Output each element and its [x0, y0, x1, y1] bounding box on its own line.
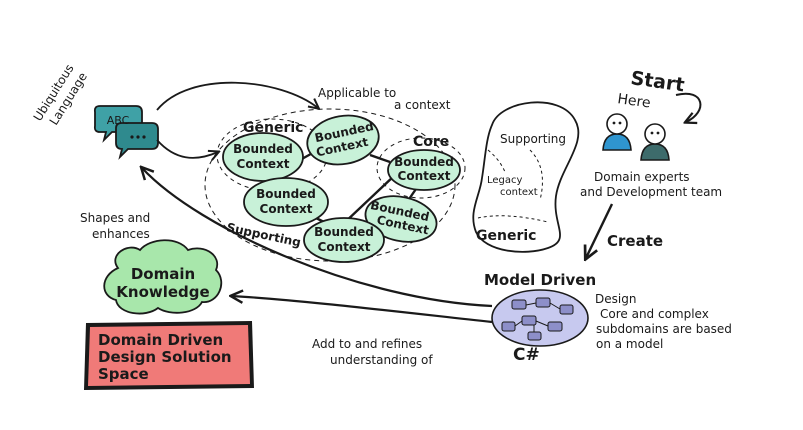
solution-line3: Space	[98, 365, 149, 383]
speech-bubbles-icon: ABC	[93, 105, 159, 160]
domain-knowledge-line1: Domain	[131, 265, 195, 283]
bounded-context-core: Bounded Context	[387, 149, 461, 191]
arrow-model-to-knowledge	[232, 296, 493, 324]
team-line2: and Development team	[580, 185, 722, 199]
bc1-line1: Bounded	[233, 142, 293, 156]
solution-line1: Domain Driven	[98, 331, 223, 349]
person-dark-icon	[640, 123, 670, 161]
bc3-line2: Context	[260, 202, 313, 216]
start-arrow-icon	[675, 92, 702, 122]
model-desc-line1: Core and complex	[600, 307, 709, 321]
contexts-boundary	[204, 108, 456, 262]
group-generic-label: Generic	[243, 120, 303, 136]
bounded-context-5: Bounded Context	[303, 217, 385, 263]
bc-core-line1: Bounded	[394, 155, 454, 169]
shapes-line1: Shapes and	[80, 211, 150, 225]
bc-core-line2: Context	[398, 169, 451, 183]
model-driven-title: Model Driven	[484, 271, 596, 289]
bc1-line2: Context	[237, 157, 290, 171]
arrow-language-to-contexts-lower	[156, 139, 218, 158]
shapes-line2: enhances	[92, 227, 150, 241]
create-arrow	[586, 203, 614, 258]
bc5-line2: Context	[318, 240, 371, 254]
arrow-language-to-context	[156, 81, 318, 111]
bounded-context-1: Bounded Context	[222, 132, 304, 182]
bounded-context-4: Bounded Context	[364, 195, 438, 243]
domain-knowledge-cloud	[103, 239, 223, 315]
add-refine-line2: understanding of	[330, 353, 433, 367]
bounded-context-3: Bounded Context	[243, 177, 329, 227]
model-diagram-icon	[491, 289, 589, 347]
subdomains-blob	[472, 101, 580, 253]
legacy-line2: context	[500, 187, 538, 198]
csharp-label: C#	[513, 345, 540, 365]
subdomain-supporting-label: Supporting	[500, 132, 566, 146]
group-core-label: Core	[413, 134, 449, 150]
arrow-model-to-language	[142, 168, 493, 308]
add-refine-line1: Add to and refines	[312, 337, 422, 351]
domain-knowledge-line2: Knowledge	[116, 283, 209, 301]
model-desc-line3: on a model	[596, 337, 663, 351]
model-driven-design-label: Design	[595, 292, 636, 306]
person-blue-icon	[602, 113, 632, 151]
here-label: Here	[616, 91, 651, 111]
applicable-line1: Applicable to	[318, 86, 396, 100]
solution-space-box: Domain Driven Design Solution Space	[84, 321, 254, 390]
start-label: Start	[629, 67, 686, 96]
create-label: Create	[607, 232, 663, 250]
subdomain-generic-label: Generic	[476, 228, 536, 244]
team-line1: Domain experts	[594, 170, 690, 184]
bounded-context-2: Bounded Context	[306, 114, 380, 166]
bubble-abc-text: ABC	[107, 114, 130, 127]
model-desc-line2: subdomains are based	[596, 322, 732, 336]
legacy-line1: Legacy	[487, 175, 523, 186]
bc5-line1: Bounded	[314, 225, 374, 239]
bc3-line1: Bounded	[256, 187, 316, 201]
core-group-boundary	[376, 137, 466, 199]
solution-line2: Design Solution	[98, 348, 232, 366]
applicable-line2: a context	[394, 98, 451, 112]
